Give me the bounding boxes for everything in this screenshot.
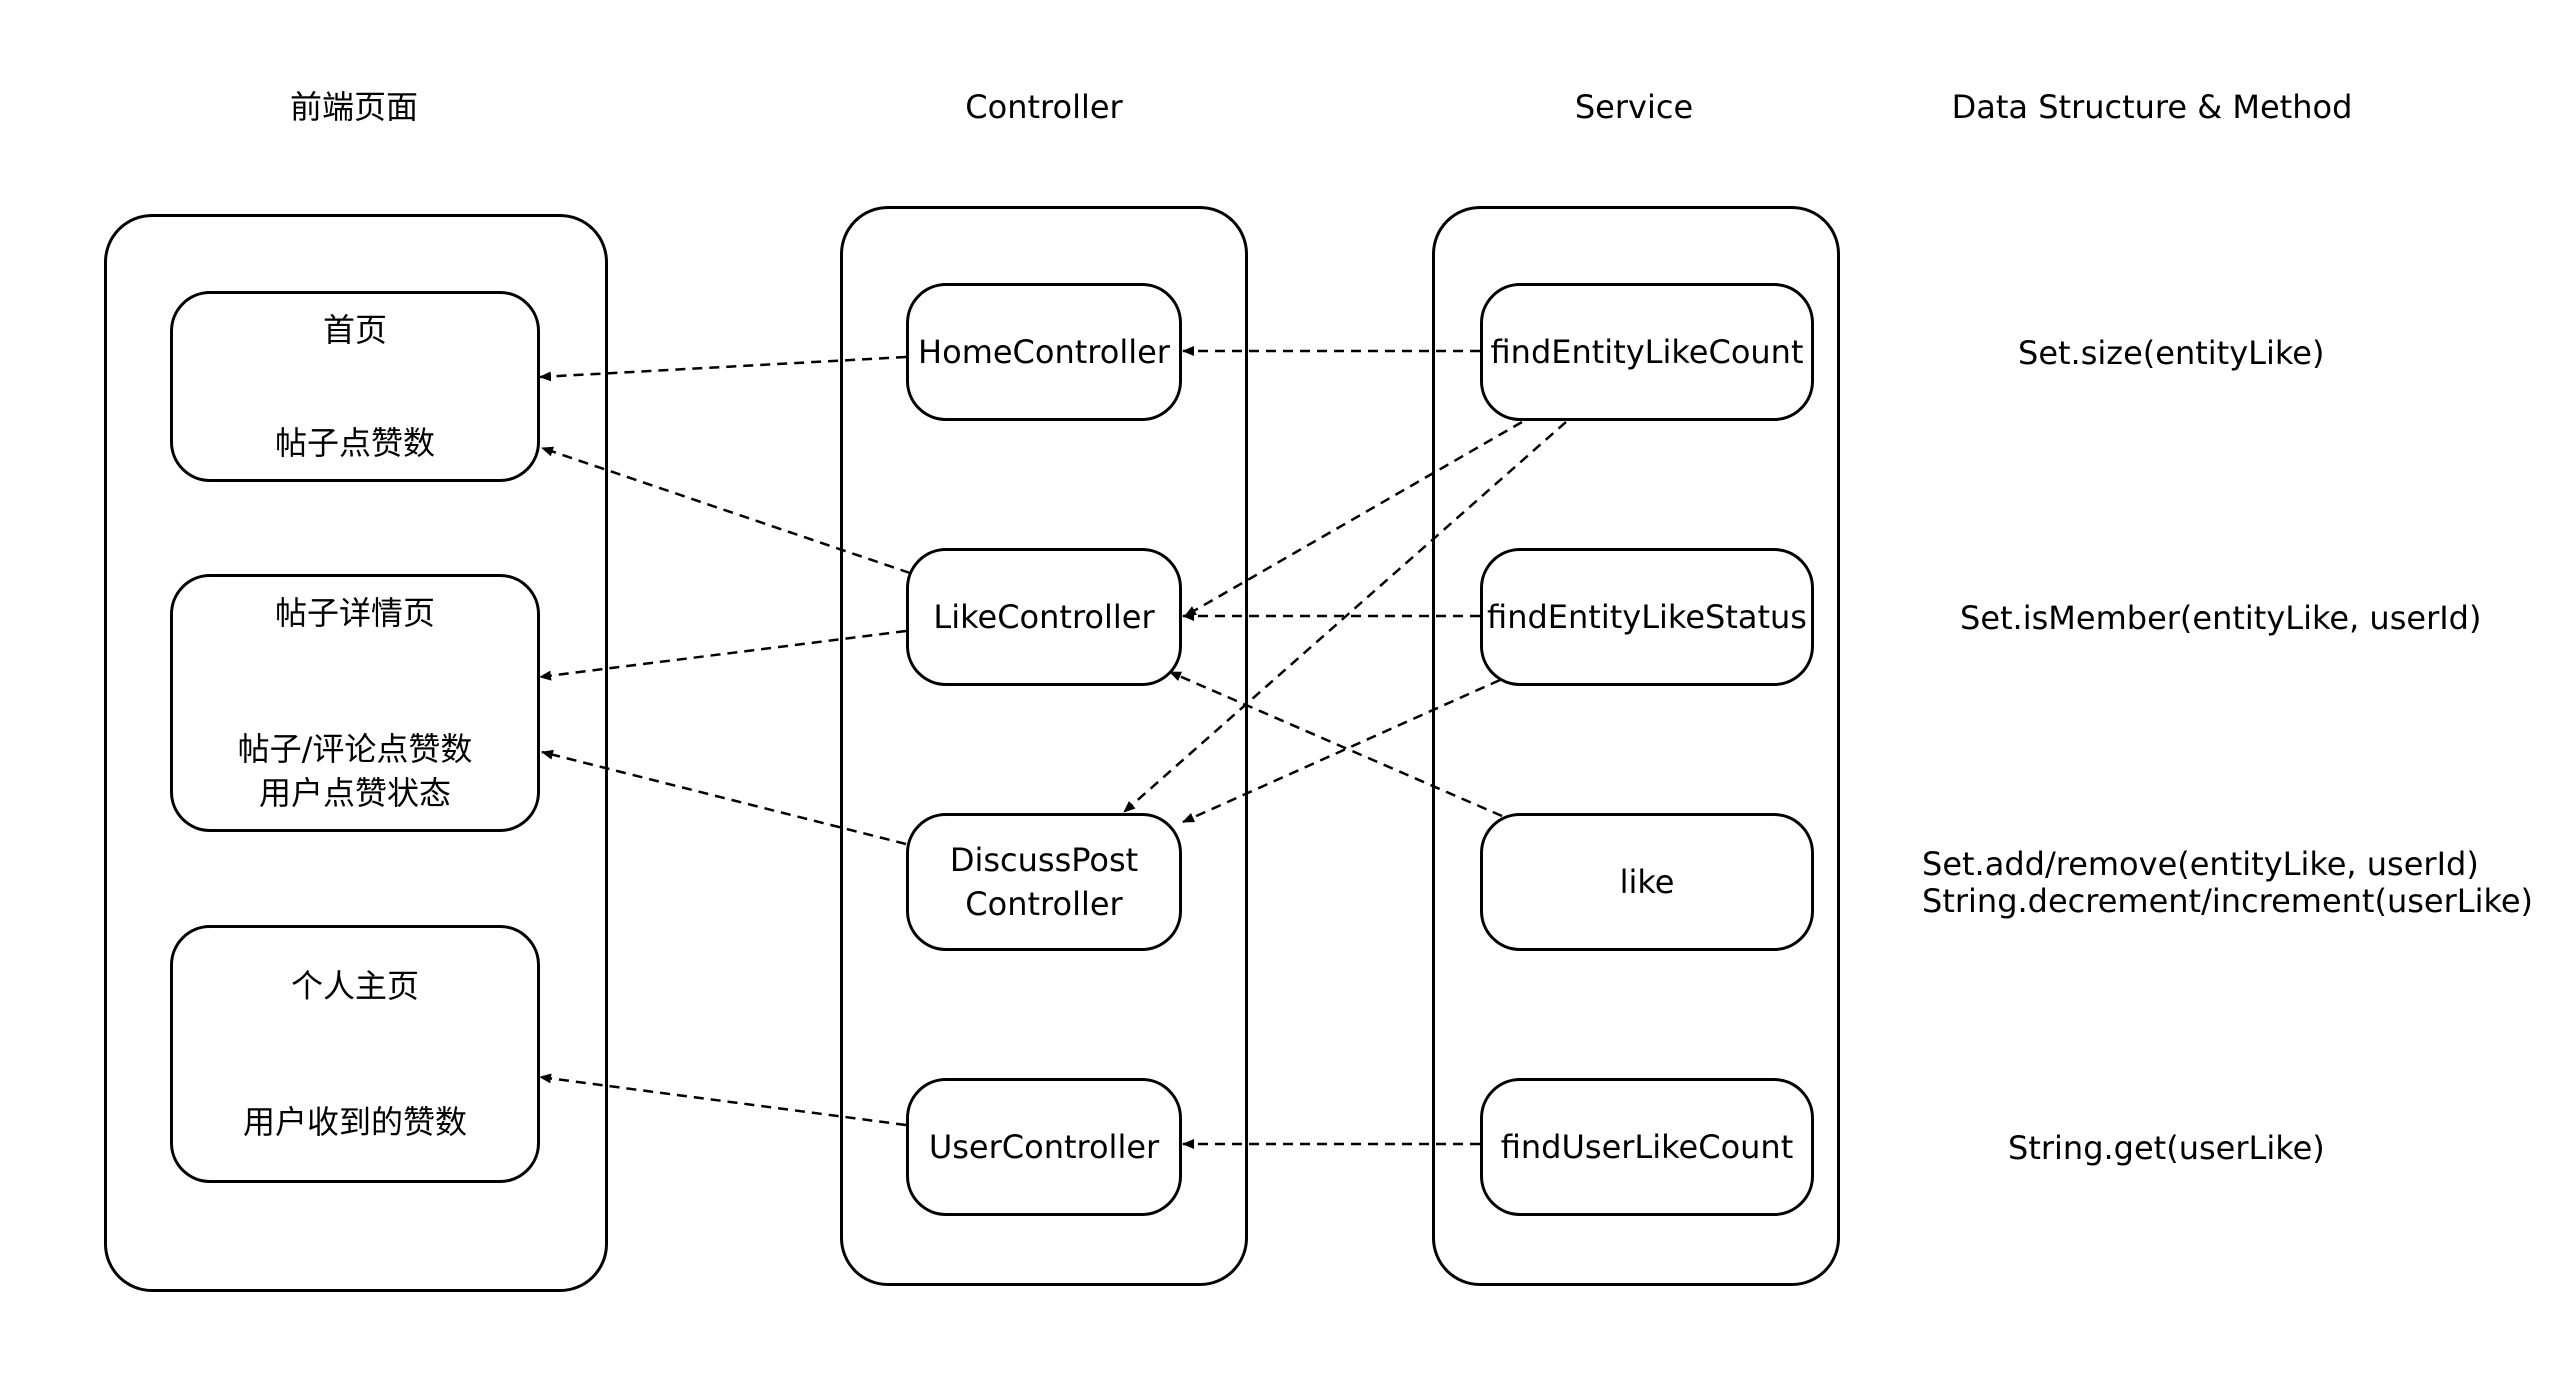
profile-page-content: 用户收到的赞数 — [242, 1103, 467, 1141]
find-entity-like-status-node: findEntityLikeStatus — [1480, 548, 1814, 686]
like-controller-label: LikeController — [933, 598, 1155, 636]
post-detail-content-line2: 用户点赞状态 — [258, 774, 451, 812]
home-page-node: 首页 帖子点赞数 — [170, 291, 540, 482]
home-page-title: 首页 — [322, 311, 387, 349]
service-group — [1432, 206, 1840, 1286]
find-user-like-count-node: findUserLikeCount — [1480, 1078, 1814, 1216]
home-controller-node: HomeController — [906, 283, 1182, 421]
data-structure-column-header: Data Structure & Method — [1951, 88, 2353, 126]
method-set-is-member: Set.isMember(entityLike, userId) — [1960, 599, 2482, 637]
post-detail-content-line1: 帖子/评论点赞数 — [237, 730, 473, 768]
arrow-find-entity-like-count-to-discuss-post-controller — [1123, 421, 1567, 813]
method-string-get: String.get(userLike) — [2008, 1129, 2325, 1167]
post-detail-page-title: 帖子详情页 — [274, 594, 435, 632]
find-entity-like-status-label: findEntityLikeStatus — [1487, 598, 1807, 636]
discuss-post-controller-node: DiscussPost Controller — [906, 813, 1182, 951]
find-entity-like-count-node: findEntityLikeCount — [1480, 283, 1814, 421]
find-user-like-count-label: findUserLikeCount — [1500, 1128, 1794, 1166]
method-set-add-remove: Set.add/remove(entityLike, userId) — [1922, 845, 2479, 883]
arrow-like-controller-to-home-page — [541, 446, 911, 575]
arrow-discuss-post-controller-to-post-detail-page — [541, 749, 907, 846]
find-entity-like-count-label: findEntityLikeCount — [1490, 333, 1804, 371]
user-controller-node: UserController — [906, 1078, 1182, 1216]
discuss-post-controller-label-line1: DiscussPost — [949, 841, 1139, 879]
user-controller-label: UserController — [928, 1128, 1160, 1166]
arrow-user-controller-to-profile-page — [539, 1073, 907, 1127]
arrow-like-to-like-controller — [1169, 670, 1503, 818]
like-service-node: like — [1480, 813, 1814, 951]
like-controller-node: LikeController — [906, 548, 1182, 686]
home-controller-label: HomeController — [918, 333, 1170, 371]
profile-page-title: 个人主页 — [290, 967, 419, 1005]
service-column-header: Service — [1574, 88, 1694, 126]
profile-page-node: 个人主页 用户收到的赞数 — [170, 925, 540, 1183]
home-page-content: 帖子点赞数 — [274, 424, 435, 462]
controller-group — [840, 206, 1248, 1286]
discuss-post-controller-label-line2: Controller — [965, 885, 1123, 923]
frontend-column-header: 前端页面 — [289, 88, 418, 126]
method-set-size: Set.size(entityLike) — [2018, 334, 2325, 372]
like-service-label: like — [1619, 863, 1675, 901]
arrow-like-controller-to-post-detail-page — [539, 629, 907, 681]
arrow-find-entity-like-status-to-discuss-post-controller — [1182, 678, 1501, 824]
frontend-group — [104, 214, 608, 1292]
controller-column-header: Controller — [965, 88, 1123, 126]
post-detail-page-node: 帖子详情页 帖子/评论点赞数 用户点赞状态 — [170, 574, 540, 832]
method-string-decrement-increment: String.decrement/increment(userLike) — [1922, 882, 2534, 920]
arrow-find-entity-like-count-to-like-controller — [1184, 420, 1523, 618]
